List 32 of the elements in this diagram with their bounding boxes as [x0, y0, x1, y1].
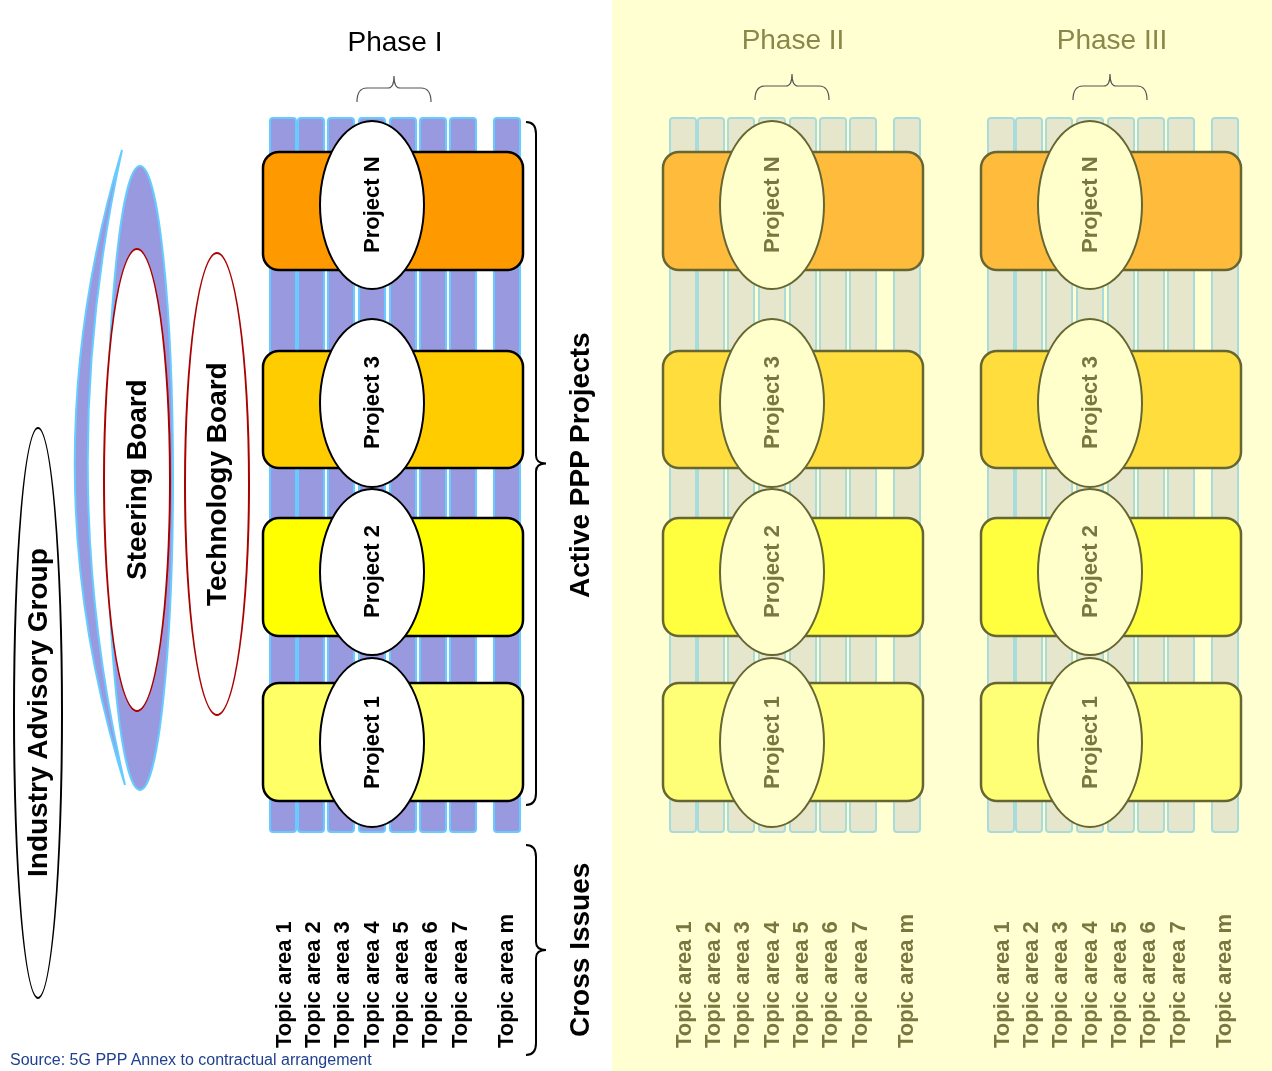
topic-label: Topic area 1 — [271, 920, 297, 1048]
topic-label: Topic area 5 — [788, 920, 814, 1048]
topic-label: Topic area m — [1211, 912, 1237, 1048]
group-label: Active PPP Projects — [564, 331, 596, 600]
topic-label: Topic area m — [493, 912, 519, 1048]
board-ellipse: Technology Board — [184, 252, 250, 716]
topic-label: Topic area 5 — [388, 920, 414, 1048]
topic-label: Topic area 6 — [817, 920, 843, 1048]
topic-label: Topic area 3 — [329, 920, 355, 1048]
topic-label: Topic area 2 — [300, 920, 326, 1048]
topic-label: Topic area 7 — [1165, 920, 1191, 1048]
topic-label: Topic area 7 — [447, 920, 473, 1048]
topic-label: Topic area 6 — [417, 920, 443, 1048]
topic-label: Topic area 4 — [359, 920, 385, 1048]
topic-label: Topic area 2 — [1018, 920, 1044, 1048]
topic-label: Topic area 3 — [1047, 920, 1073, 1048]
topic-label: Topic area 6 — [1135, 920, 1161, 1048]
topic-label: Topic area 2 — [700, 920, 726, 1048]
board-ellipse: Industry Advisory Group — [13, 427, 63, 999]
phase-heading: Phase I — [346, 26, 444, 58]
topic-label: Topic area 1 — [671, 920, 697, 1048]
topic-label: Topic area 7 — [847, 920, 873, 1048]
topic-label: Topic area 4 — [1077, 920, 1103, 1048]
group-label: Cross Issues — [564, 861, 596, 1040]
topic-label: Topic area m — [893, 912, 919, 1048]
topic-label: Topic area 4 — [759, 920, 785, 1048]
phase-heading: Phase III — [1055, 24, 1169, 56]
topic-label: Topic area 3 — [729, 920, 755, 1048]
source-note: Source: 5G PPP Annex to contractual arrangement — [10, 1051, 372, 1069]
topic-label: Topic area 5 — [1106, 920, 1132, 1048]
phase-heading: Phase II — [740, 24, 846, 56]
topic-label: Topic area 1 — [989, 920, 1015, 1048]
